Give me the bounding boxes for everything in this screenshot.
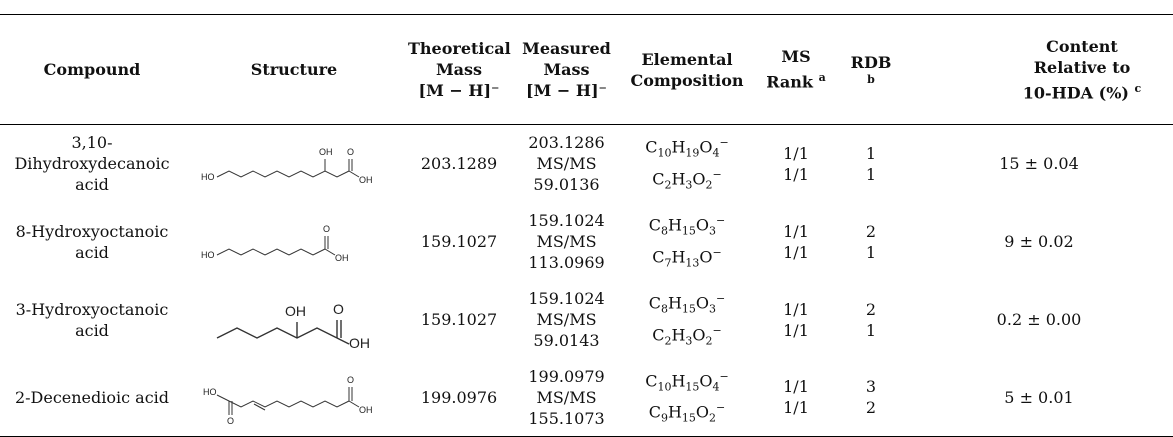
rdb-value: 3 2 — [865, 377, 877, 418]
table-row: 3,10-Dihydroxydecanoic acid HO OH O OH 2… — [0, 125, 1173, 203]
measured-mass: 159.1024 MS/MS 59.0143 — [528, 289, 605, 350]
structure-cell: OH O OH — [184, 281, 404, 359]
svg-text:O: O — [227, 416, 234, 425]
footnote-a: a — [818, 71, 826, 85]
header-content: Content Relative to 10-HDA (%) c — [1022, 36, 1142, 103]
footnote-b: b — [867, 73, 875, 86]
table-row: 3-Hydroxyoctanoic acid OH O OH 159.1027 … — [0, 281, 1173, 359]
header-row: Compound Structure Theoretical Mass [M −… — [0, 15, 1173, 125]
theoretical-mass: 159.1027 — [420, 232, 498, 251]
compound-name: 8-Hydroxyoctanoic acid — [15, 221, 169, 262]
elemental-composition: C8H15O3− C2H3O2− — [619, 281, 755, 359]
header-measured-mass: Measured Mass [M − H]⁻ — [522, 39, 611, 100]
table-row: 2-Decenedioic acid HO O O OH 199.0 — [0, 359, 1173, 437]
structure-8-hydroxyoctanoic-acid-icon: HO O OH — [201, 224, 349, 263]
table-row: 8-Hydroxyoctanoic acid HO O OH 159.1027 … — [0, 203, 1173, 281]
measured-mass: 159.1024 MS/MS 113.0969 — [528, 211, 605, 272]
svg-text:HO: HO — [201, 250, 215, 260]
content-relative: 0.2 ± 0.00 — [996, 310, 1082, 329]
content-relative: 9 ± 0.02 — [1004, 232, 1074, 251]
rdb-value: 2 1 — [865, 221, 877, 262]
ms-rank: 1/1 1/1 — [783, 299, 809, 340]
theoretical-mass: 199.0976 — [420, 387, 498, 407]
svg-text:OH: OH — [319, 147, 333, 157]
ms-rank: 1/1 1/1 — [783, 143, 809, 184]
chemical-formula: C7H13O− — [652, 245, 722, 270]
chemical-formula: C9H15O2− — [648, 401, 726, 425]
header-rdb: RDB b — [837, 15, 905, 125]
header-compound: Compound — [43, 60, 141, 79]
svg-text:HO: HO — [203, 387, 217, 397]
content-relative: 15 ± 0.04 — [999, 154, 1079, 174]
svg-text:O: O — [347, 375, 354, 385]
rdb-value: 1 1 — [865, 143, 877, 184]
compound-name: 3,10-Dihydroxydecanoic acid — [14, 133, 170, 195]
header-elemental-composition: Elemental Composition — [630, 49, 744, 90]
ms-rank: 1/1 1/1 — [783, 377, 809, 418]
elemental-composition: C8H15O3− C7H13O− — [619, 203, 755, 281]
compound-name: 2-Decenedioic acid — [14, 387, 170, 407]
header-theoretical-mass: Theoretical Mass [M − H]⁻ — [408, 39, 511, 100]
compound-table: Compound Structure Theoretical Mass [M −… — [0, 14, 1173, 437]
structure-3-10-dihydroxydecanoic-acid-icon: HO OH O OH — [201, 147, 373, 185]
theoretical-mass: 203.1289 — [420, 154, 498, 174]
svg-text:OH: OH — [349, 335, 370, 348]
compound-name: 3-Hydroxyoctanoic acid — [15, 299, 169, 340]
footnote-c: c — [1134, 81, 1142, 95]
chemical-formula: C8H15O3− — [648, 291, 726, 316]
header-structure: Structure — [250, 60, 338, 79]
svg-text:O: O — [323, 224, 330, 234]
chemical-formula: C10H19O4− — [645, 136, 729, 160]
ms-rank: 1/1 1/1 — [783, 221, 809, 262]
svg-text:OH: OH — [335, 253, 349, 263]
chemical-formula: C2H3O2− — [652, 323, 722, 348]
elemental-composition: C10H15O4− C9H15O2− — [619, 359, 755, 437]
svg-text:OH: OH — [285, 303, 306, 319]
svg-text:O: O — [333, 301, 344, 317]
header-ms-rank: MS Rank a — [766, 47, 826, 92]
structure-cell: HO O OH — [184, 203, 404, 281]
structure-2-decenedioic-acid-icon: HO O O OH — [203, 375, 373, 425]
svg-text:HO: HO — [201, 172, 215, 182]
elemental-composition: C10H19O4− C2H3O2− — [619, 125, 755, 203]
measured-mass: 199.0979 MS/MS 155.1073 — [528, 366, 605, 428]
structure-cell: HO O O OH — [184, 359, 404, 437]
svg-text:O: O — [347, 147, 354, 157]
svg-text:OH: OH — [359, 405, 373, 415]
rdb-value: 2 1 — [865, 299, 877, 340]
svg-text:OH: OH — [359, 175, 373, 185]
structure-cell: HO OH O OH — [184, 125, 404, 203]
chemical-formula: C10H15O4− — [645, 369, 729, 394]
content-relative: 5 ± 0.01 — [1004, 387, 1074, 407]
chemical-formula: C2H3O2− — [652, 167, 722, 192]
theoretical-mass: 159.1027 — [420, 310, 498, 329]
structure-3-hydroxyoctanoic-acid-icon: OH O OH — [216, 301, 370, 348]
chemical-formula: C8H15O3− — [648, 213, 726, 238]
measured-mass: 203.1286 MS/MS 59.0136 — [528, 133, 605, 195]
